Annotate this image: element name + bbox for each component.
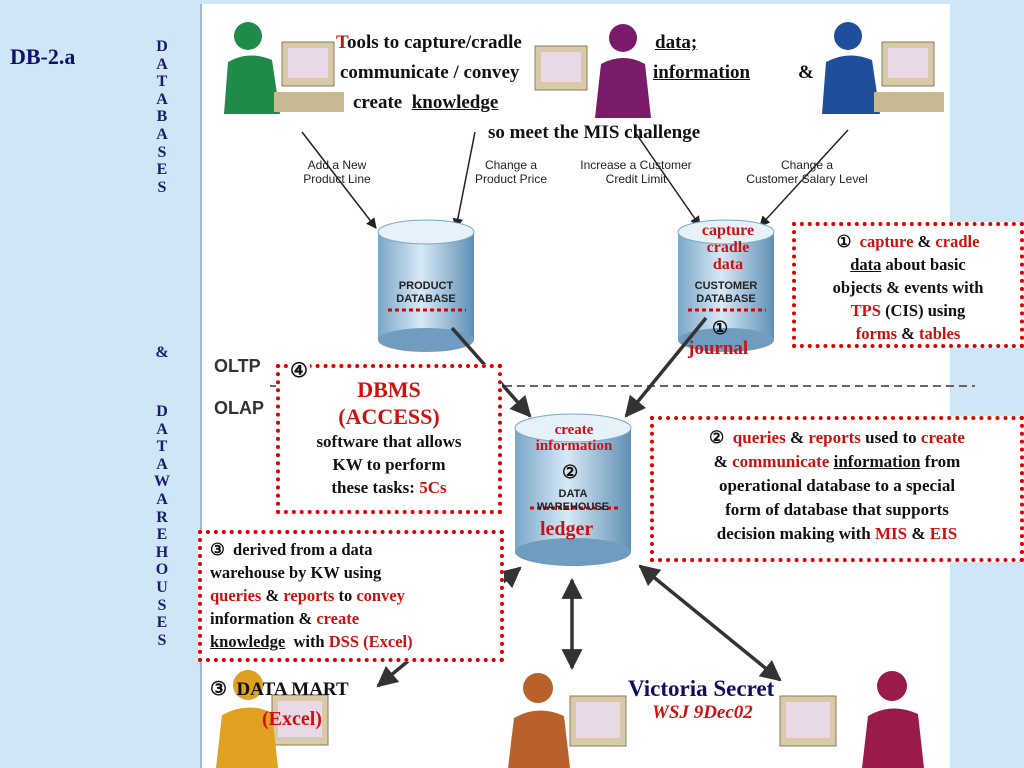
warehouse-number: ② xyxy=(562,462,579,482)
person-computer-icon xyxy=(779,671,924,768)
customer-db-number: ① xyxy=(712,318,729,338)
header-line4: so meet the MIS challenge xyxy=(488,122,701,143)
header-line3: create knowledge xyxy=(353,92,499,113)
data-mart-excel: (Excel) xyxy=(262,708,322,730)
arrow xyxy=(638,564,782,682)
left-panel: DB-2.a D A T A B A S E S & D A T A W A R… xyxy=(0,0,200,768)
arrow xyxy=(759,129,849,227)
header-information: information xyxy=(653,62,751,83)
slide-id: DB-2.a xyxy=(10,44,76,69)
oltp-label: OLTP xyxy=(214,356,261,376)
arrow xyxy=(452,131,476,230)
header-amp: & xyxy=(798,62,814,83)
box4-number: ④ xyxy=(288,358,310,383)
right-strip xyxy=(950,0,1024,768)
person-computer-icon xyxy=(534,24,651,118)
person-computer-icon xyxy=(508,673,627,768)
callout-box-dbms: ④ DBMS (ACCESS) software that allows KW … xyxy=(276,358,502,514)
callout-box-capture: ① capture & cradle data about basic obje… xyxy=(792,222,1024,348)
olap-label: OLAP xyxy=(214,398,265,418)
person-computer-icon xyxy=(216,670,329,768)
product-database-icon xyxy=(377,219,475,352)
arrow xyxy=(301,131,377,229)
data-mart-label: ③ DATA MART xyxy=(210,679,349,700)
vertical-title-databases: D A T A B A S E S xyxy=(156,38,168,196)
ledger-label: ledger xyxy=(540,518,594,540)
header-line2: communicate / convey xyxy=(340,62,520,83)
person-computer-icon xyxy=(822,22,944,114)
vertical-title-datawarehouses: D A T A W A R E H O U S E S xyxy=(154,403,170,649)
journal-label: journal xyxy=(688,338,749,359)
header-line1: Tools to capture/cradle xyxy=(336,32,522,53)
callout-box-queries-reports: ② queries & reports used to create & com… xyxy=(650,416,1024,562)
victoria-secret-source: WSJ 9Dec02 xyxy=(652,702,753,723)
arrow xyxy=(624,316,708,418)
arrow xyxy=(634,131,701,227)
customer-database-icon xyxy=(677,219,775,352)
customer-db-overlay: capture cradle data xyxy=(701,222,755,273)
vertical-amp: & xyxy=(155,344,169,361)
victoria-secret-title: Victoria Secret xyxy=(628,676,775,701)
person-computer-icon xyxy=(224,22,344,114)
warehouse-overlay: create information xyxy=(535,422,613,454)
header-data: data; xyxy=(655,32,698,53)
data-warehouse-icon xyxy=(514,413,632,566)
callout-box-data-mart: ③ derived from a data warehouse by KW us… xyxy=(198,530,504,662)
